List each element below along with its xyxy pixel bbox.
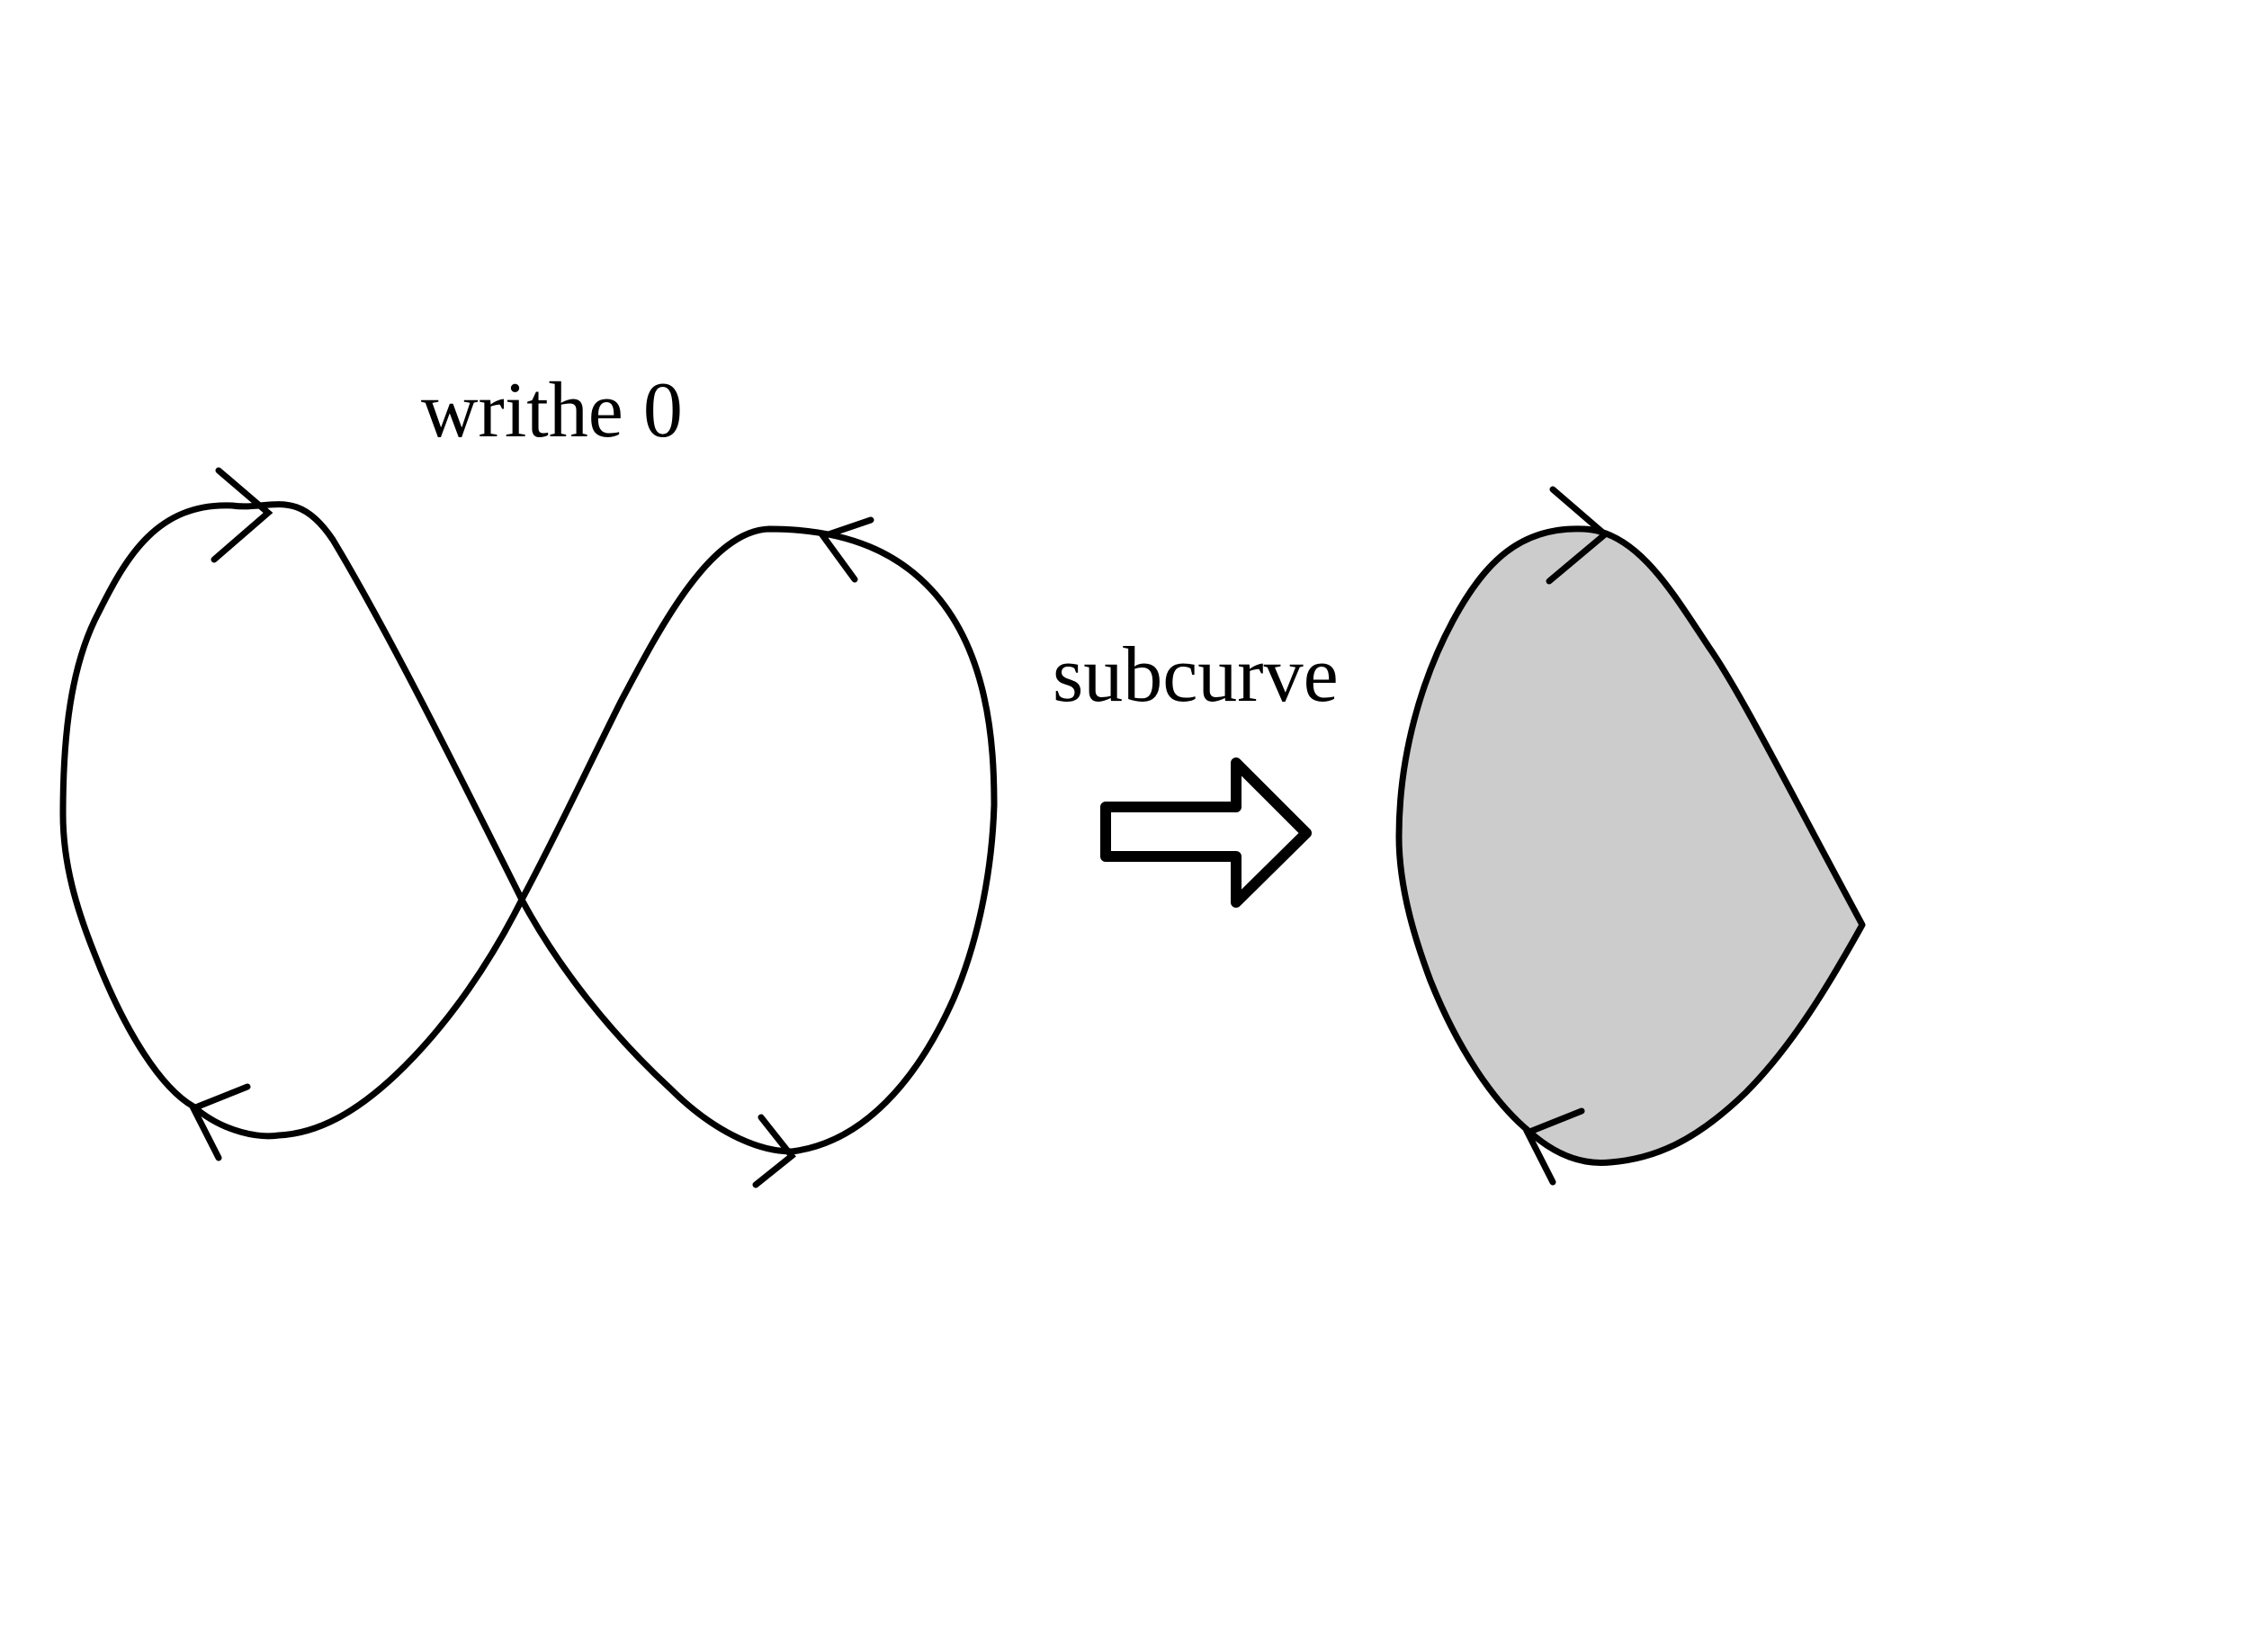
subcurve-region	[1395, 486, 1866, 1186]
direction-tick-right-bottom	[752, 1114, 796, 1188]
subcurve-path	[1395, 525, 1866, 1166]
subcurve-label: subcurve	[1053, 632, 1339, 719]
direction-tick-subcurve-top	[1546, 486, 1610, 585]
writhe-label: writhe 0	[421, 367, 683, 454]
direction-tick-subcurve-bottom	[1523, 1107, 1585, 1186]
figure-eight-path	[59, 501, 998, 1155]
figure-eight-curve	[59, 467, 998, 1188]
transform-arrow	[1100, 757, 1312, 908]
direction-tick-left-bottom	[189, 1083, 251, 1161]
direction-tick-right-top	[818, 516, 874, 583]
direction-tick-left-top	[211, 467, 273, 563]
